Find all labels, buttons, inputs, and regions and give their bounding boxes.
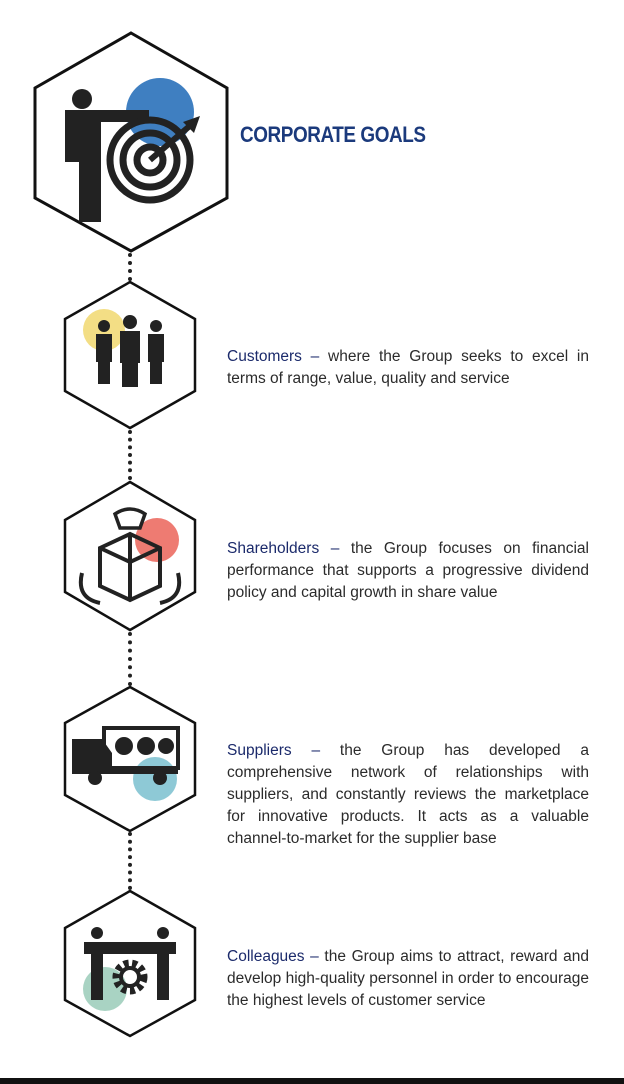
connector-dotted-line: [128, 430, 136, 480]
connector-dotted-line: [128, 832, 136, 890]
goal-heading: Colleagues: [227, 948, 305, 965]
goal-text: the Group has developed a comprehensive …: [227, 742, 589, 847]
goal-separator: –: [291, 742, 340, 759]
goal-heading: Shareholders: [227, 540, 320, 557]
customers-group-icon: [63, 280, 197, 430]
goal-separator: –: [304, 948, 325, 965]
goal-text: the Group aims to attract, reward and de…: [227, 948, 590, 1009]
bottom-border: [0, 1078, 624, 1084]
goal-separator: –: [319, 540, 351, 557]
page-title: CORPORATE GOALS: [240, 122, 426, 147]
goal-suppliers: Suppliers – the Group has developed a co…: [227, 740, 589, 850]
goal-shareholders: Shareholders – the Group focuses on fina…: [227, 538, 589, 604]
goal-text: where the Group seeks to excel in terms …: [227, 348, 589, 387]
goal-heading: Customers: [227, 348, 302, 365]
connector-dotted-line: [128, 253, 136, 281]
goal-separator: –: [301, 348, 329, 365]
shareholders-hands-icon: [63, 480, 197, 632]
goal-text: the Group focuses on financial performan…: [227, 540, 589, 601]
goal-customers: Customers – where the Group seeks to exc…: [227, 346, 589, 390]
corporate-goals-target-icon: [33, 31, 229, 253]
delivery-truck-icon: [63, 685, 197, 833]
connector-dotted-line: [128, 632, 136, 686]
goal-heading: Suppliers: [227, 742, 292, 759]
colleagues-gear-icon: [63, 889, 197, 1038]
goal-colleagues: Colleagues – the Group aims to attract, …: [227, 946, 589, 1012]
